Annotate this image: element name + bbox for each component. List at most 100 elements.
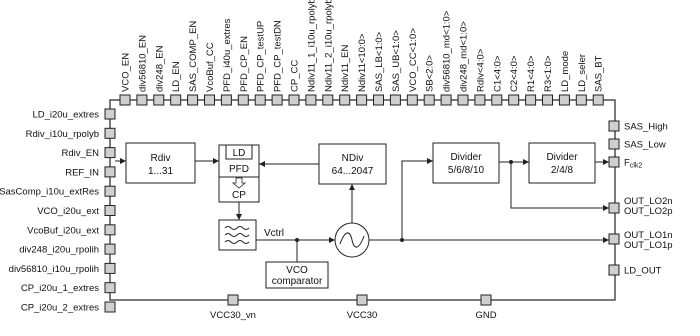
vco-block <box>334 222 370 258</box>
top-pin-label-sas-comp-en: SAS_COMP_EN <box>188 21 199 92</box>
top-pin-label-vco-cc-1-0: VCO_CC<1:0> <box>408 28 419 92</box>
sas-low-label: SAS_Low <box>624 140 666 151</box>
bottom-pin-vcc30-vn <box>227 294 239 306</box>
ndiv-range: 64...2047 <box>332 166 374 177</box>
top-pin-label-pfd-cp-testup: PFD_CP_testUP <box>256 21 267 92</box>
top-pin-label-div56810-en: div56810_EN <box>137 35 148 92</box>
ndiv-name: NDiv <box>342 153 364 164</box>
top-pin-label-pfd-cp-en: PFD_CP_EN <box>239 36 250 92</box>
f-clk2-label: Fclk2 <box>624 158 642 170</box>
filter-wave-2 <box>224 233 250 237</box>
top-pin-label-cp-cc: CP_CC <box>290 60 301 92</box>
top-pin-ld-en <box>170 94 182 106</box>
left-pin-div56810-i10u-rpolih <box>104 262 116 274</box>
divider1-ratios: 5/6/8/10 <box>448 165 485 176</box>
top-pin-label-ndiv11-10-0: Ndiv11<10:0> <box>357 33 368 92</box>
top-pin-ld-seler <box>575 94 587 106</box>
top-pin-ndiv11-1-i10u-rpolyb <box>305 94 317 106</box>
top-pin-label-ndiv11-1-i10u-rpolyb: Ndiv11_1_i10u_rpolyb <box>306 0 317 92</box>
bottom-pin-vcc30 <box>356 294 368 306</box>
bottom-pin-label-gnd: GND <box>475 310 496 321</box>
left-pin-label-rdiv-i10u-rpolyb: Rdiv_i10u_rpolyb <box>26 129 99 140</box>
cp-label: CP <box>232 190 246 201</box>
top-pin-vco-en <box>119 94 131 106</box>
out-lo1n-label: OUT_LO1n <box>624 230 673 241</box>
out-lo2n-label: OUT_LO2n <box>624 196 673 207</box>
ld-label: LD <box>233 148 246 159</box>
left-pin-sascomp-i10u-extres <box>104 185 116 197</box>
top-pin-label-div248-md-1-0: div248_md<1:0> <box>459 21 470 92</box>
sas-high-label: SAS_High <box>624 122 668 133</box>
sas-low-pin <box>608 138 620 150</box>
vco-comparator-line1: VCO <box>286 265 308 276</box>
top-pin-sas-bt <box>592 94 604 106</box>
top-pin-label-ld-seler: LD_seler <box>577 54 588 92</box>
left-pin-div248-i20u-rpolih <box>104 243 116 255</box>
top-pin-pfd-cp-en <box>237 94 249 106</box>
chip-outline <box>109 99 616 301</box>
top-pin-div56810-en <box>136 94 148 106</box>
left-pin-vcobuf-i20u-ext <box>104 224 116 236</box>
left-pin-label-vcobuf-i20u-ext: VcoBuf_i20u_ext <box>27 225 99 236</box>
top-pin-label-pfd-cp-testdn: PFD_CP_testDN <box>273 20 284 92</box>
top-pin-ld-mode <box>558 94 570 106</box>
top-pin-ndiv11-10-0 <box>356 94 368 106</box>
top-pin-label-pfd-i40u-extres: PFD_i40u_extres <box>222 18 233 92</box>
top-pin-vcobuf-cc <box>204 94 215 106</box>
top-pin-label-ld-mode: LD_mode <box>560 51 571 92</box>
divider2-ratios: 2/4/8 <box>551 165 574 176</box>
pfd-label: PFD <box>229 164 249 175</box>
vctrl-label: Vctrl <box>264 228 284 239</box>
left-pin-rdiv-en <box>104 147 116 159</box>
top-pin-vco-cc-1-0 <box>406 94 418 106</box>
left-pin-label-div56810-i10u-rpolih: div56810_i10u_rpolih <box>9 264 99 275</box>
vco-to-divider1 <box>401 158 433 240</box>
top-pin-label-r3-1-0: R3<1:0> <box>543 55 554 92</box>
loop-filter-block <box>218 219 257 251</box>
ndiv-block: NDiv 64...2047 <box>318 143 387 185</box>
bottom-pin-label-vcc30: VCC30 <box>347 310 378 321</box>
left-pin-label-cp-i20u-1-extres: CP_i20u_1_extres <box>21 283 99 294</box>
top-pin-label-r1-4-0: R1<4:0> <box>526 55 537 92</box>
left-pin-label-sascomp-i10u-extres: SasComp_i10u_extRes <box>0 187 99 198</box>
left-pin-label-ref-in: REF_IN <box>65 167 99 178</box>
pfd-to-cp-arrow <box>231 177 247 189</box>
filter-wave-1 <box>224 226 250 230</box>
top-pin-div248-en <box>153 94 165 106</box>
rdiv-range: 1...31 <box>148 166 173 177</box>
divider1-block: Divider 5/6/8/10 <box>432 142 500 184</box>
divider1-to-out-lo2 <box>510 162 609 211</box>
top-pin-c2-4-0 <box>508 94 520 106</box>
out-lo1p-label: OUT_LO1p <box>624 240 673 251</box>
top-pin-div56810-md-1-0 <box>440 94 452 106</box>
vco-comparator-block: VCO comparator <box>265 261 329 289</box>
bottom-pin-gnd <box>480 294 492 306</box>
left-pin-label-ld-i20u-extres: LD_i20u_extres <box>32 110 99 121</box>
top-pin-label-sas-ub-1-0: SAS_UB<1:0> <box>391 30 402 92</box>
ld-out-pin <box>608 264 620 276</box>
top-pin-ndiv11-2-i10u-rpolyb <box>322 94 334 106</box>
left-pin-vco-i20u-ext <box>104 205 116 216</box>
rdiv-block: Rdiv 1...31 <box>125 142 196 184</box>
top-pin-r1-4-0 <box>525 94 537 106</box>
top-pin-label-ndiv11-en: Ndiv11_EN <box>340 45 351 92</box>
left-pin-label-rdiv-en: Rdiv_EN <box>62 148 100 159</box>
top-pin-sas-lb-1-0 <box>373 94 384 106</box>
divider1-name: Divider <box>450 152 482 163</box>
top-pin-rdiv-4-0 <box>474 94 486 106</box>
top-pin-pfd-cp-testdn <box>271 94 283 106</box>
top-pin-label-vco-en: VCO_EN <box>121 53 132 92</box>
divider2-block: Divider 2/4/8 <box>528 142 596 184</box>
filter-wave-3 <box>224 240 250 244</box>
top-pin-label-sas-bt: SAS_BT <box>594 55 605 92</box>
top-pin-label-sb-2-0: SB<2:0> <box>425 55 436 92</box>
signal-wires: Vctrl <box>115 158 609 262</box>
top-pin-label-c1-4-0: C1<4:0> <box>492 55 503 92</box>
left-pin-label-vco-i20u-ext: VCO_i20u_ext <box>37 206 99 217</box>
top-pin-label-c2-4-0: C2<4:0> <box>509 55 520 92</box>
left-pin-ld-i20u-extres <box>104 108 116 120</box>
